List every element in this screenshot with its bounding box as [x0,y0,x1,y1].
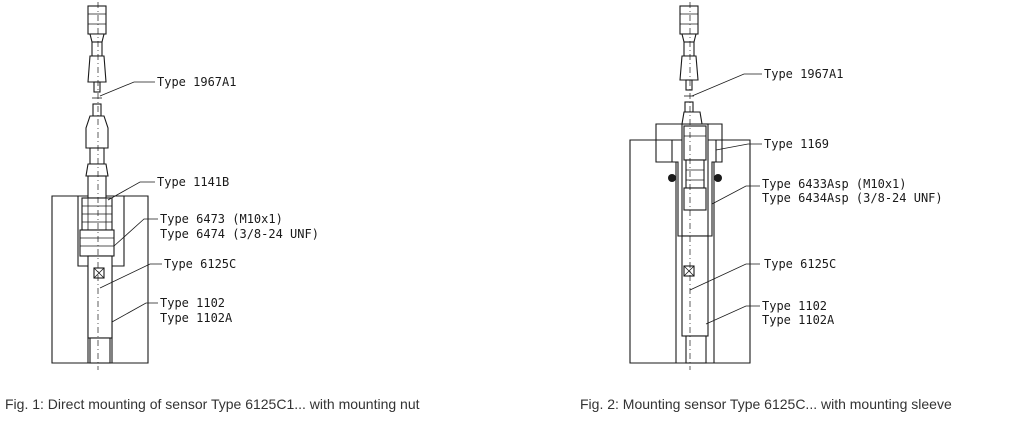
fig1-label-sensor: Type 6125C [164,257,236,271]
fig1-label-seal-b: Type 6474 (3/8-24 UNF) [160,227,319,241]
fig1-label-bore-b: Type 1102A [160,311,233,325]
fig2-label-bore-b: Type 1102A [762,313,835,327]
fig2-label-sleeve: Type 1169 [764,137,829,151]
fig2-label-sensor: Type 6125C [764,257,836,271]
fig2-label-seal-b: Type 6434Asp (3/8-24 UNF) [762,191,943,205]
fig2-label-seal-a: Type 6433Asp (M10x1) [762,177,907,191]
figure-2: Type 1967A1 Type 1169 Type 6433Asp (M10x… [580,2,952,412]
fig1-label-nut: Type 1141B [157,175,229,189]
fig1-caption: Fig. 1: Direct mounting of sensor Type 6… [5,396,420,412]
fig1-leader-lines [99,81,162,323]
fig2-leader-lines [689,73,762,325]
fig1-label-bore-a: Type 1102 [160,296,225,310]
fig1-mounting-nut [79,197,115,257]
fig1-cable-connector [85,5,109,199]
figure-1: Type 1967A1 Type 1141B Type 6473 (M10x1)… [5,2,420,412]
fig1-label-seal-a: Type 6473 (M10x1) [160,212,283,226]
fig2-caption: Fig. 2: Mounting sensor Type 6125C... wi… [580,396,952,412]
fig2-sensor-body [681,235,709,364]
fig1-sensor-body [87,255,113,364]
fig2-label-bore-a: Type 1102 [762,299,827,313]
fig2-cable-connector [679,5,707,211]
fig1-workpiece-block [51,195,149,364]
fig2-workpiece-block [629,139,751,364]
fig2-label-cable: Type 1967A1 [764,67,843,81]
fig1-label-cable: Type 1967A1 [157,75,236,89]
